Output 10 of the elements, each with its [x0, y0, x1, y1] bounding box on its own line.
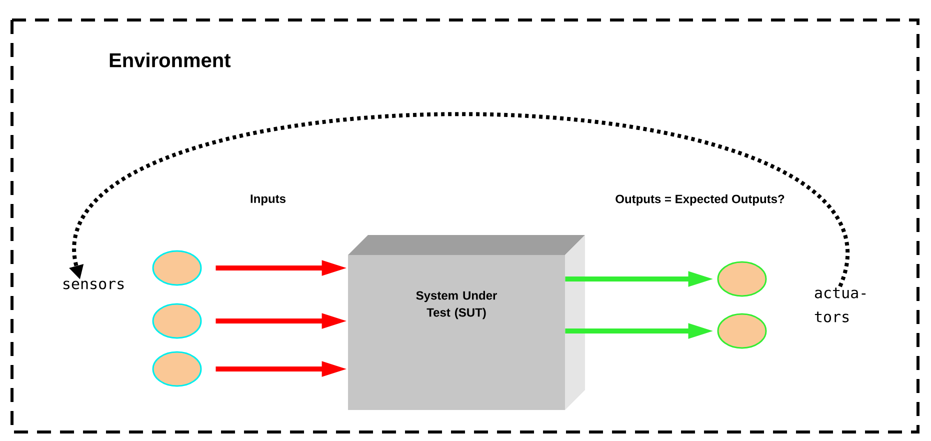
ellipse: [717, 261, 767, 297]
caption-text: Outputs = Expected Outputs?: [616, 194, 784, 206]
node-text: actua- tors: [814, 288, 866, 322]
ellipse: [152, 351, 202, 387]
caption-text: Inputs: [250, 194, 286, 206]
ellipse: [717, 313, 767, 349]
system-box: System Under Test (SUT): [348, 235, 585, 410]
node-text: sensors: [64, 280, 124, 290]
ellipse: [152, 303, 202, 339]
ellipse: [152, 250, 202, 286]
